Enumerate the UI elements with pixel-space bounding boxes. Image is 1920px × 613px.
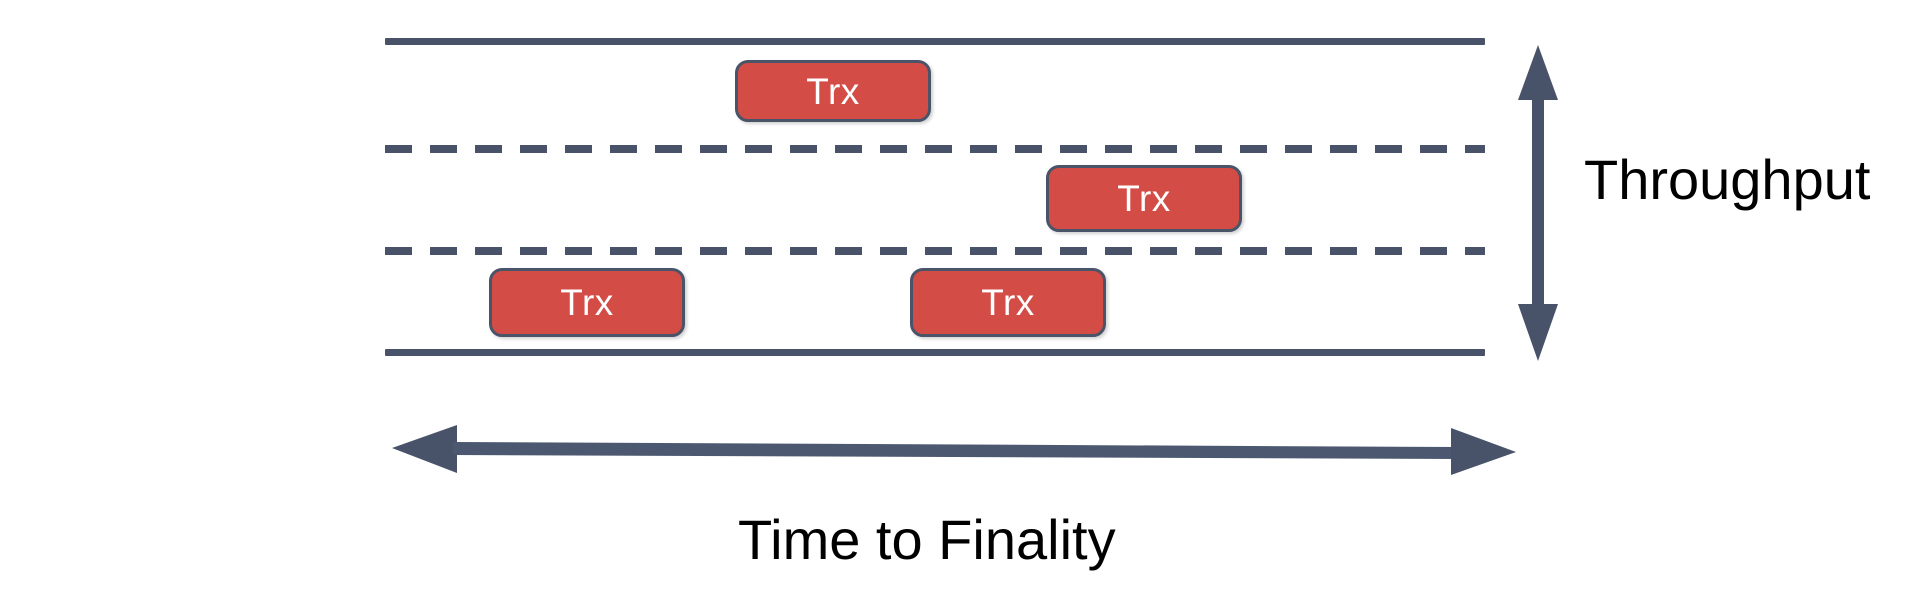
throughput-arrow-head-up [1518, 45, 1558, 100]
lane-boundary-bottom-solid [385, 349, 1485, 356]
time-to-finality-axis-label: Time to Finality [738, 508, 1116, 571]
transaction-block-2[interactable]: Trx [1046, 165, 1242, 232]
transaction-block-1[interactable]: Trx [735, 60, 931, 122]
time-to-finality-arrow [392, 425, 1516, 475]
time-arrow-head-right [1451, 428, 1516, 475]
transaction-block-4[interactable]: Trx [910, 268, 1106, 337]
transaction-block-label: Trx [1117, 178, 1171, 219]
lane-boundary-dashed-upper [385, 145, 1485, 153]
time-arrow-head-left [392, 425, 457, 473]
transaction-block-3[interactable]: Trx [489, 268, 685, 337]
throughput-arrow [1518, 45, 1558, 361]
throughput-arrow-head-down [1518, 304, 1558, 361]
throughput-arrow-shaft [1532, 96, 1544, 308]
lane-boundary-top-solid [385, 38, 1485, 45]
transaction-block-label: Trx [806, 70, 860, 112]
transaction-block-label: Trx [560, 282, 614, 323]
throughput-axis-label: Throughput [1584, 148, 1871, 211]
transaction-block-label: Trx [981, 282, 1035, 323]
time-arrow-shaft [453, 442, 1457, 459]
lane-boundary-dashed-lower [385, 247, 1485, 255]
